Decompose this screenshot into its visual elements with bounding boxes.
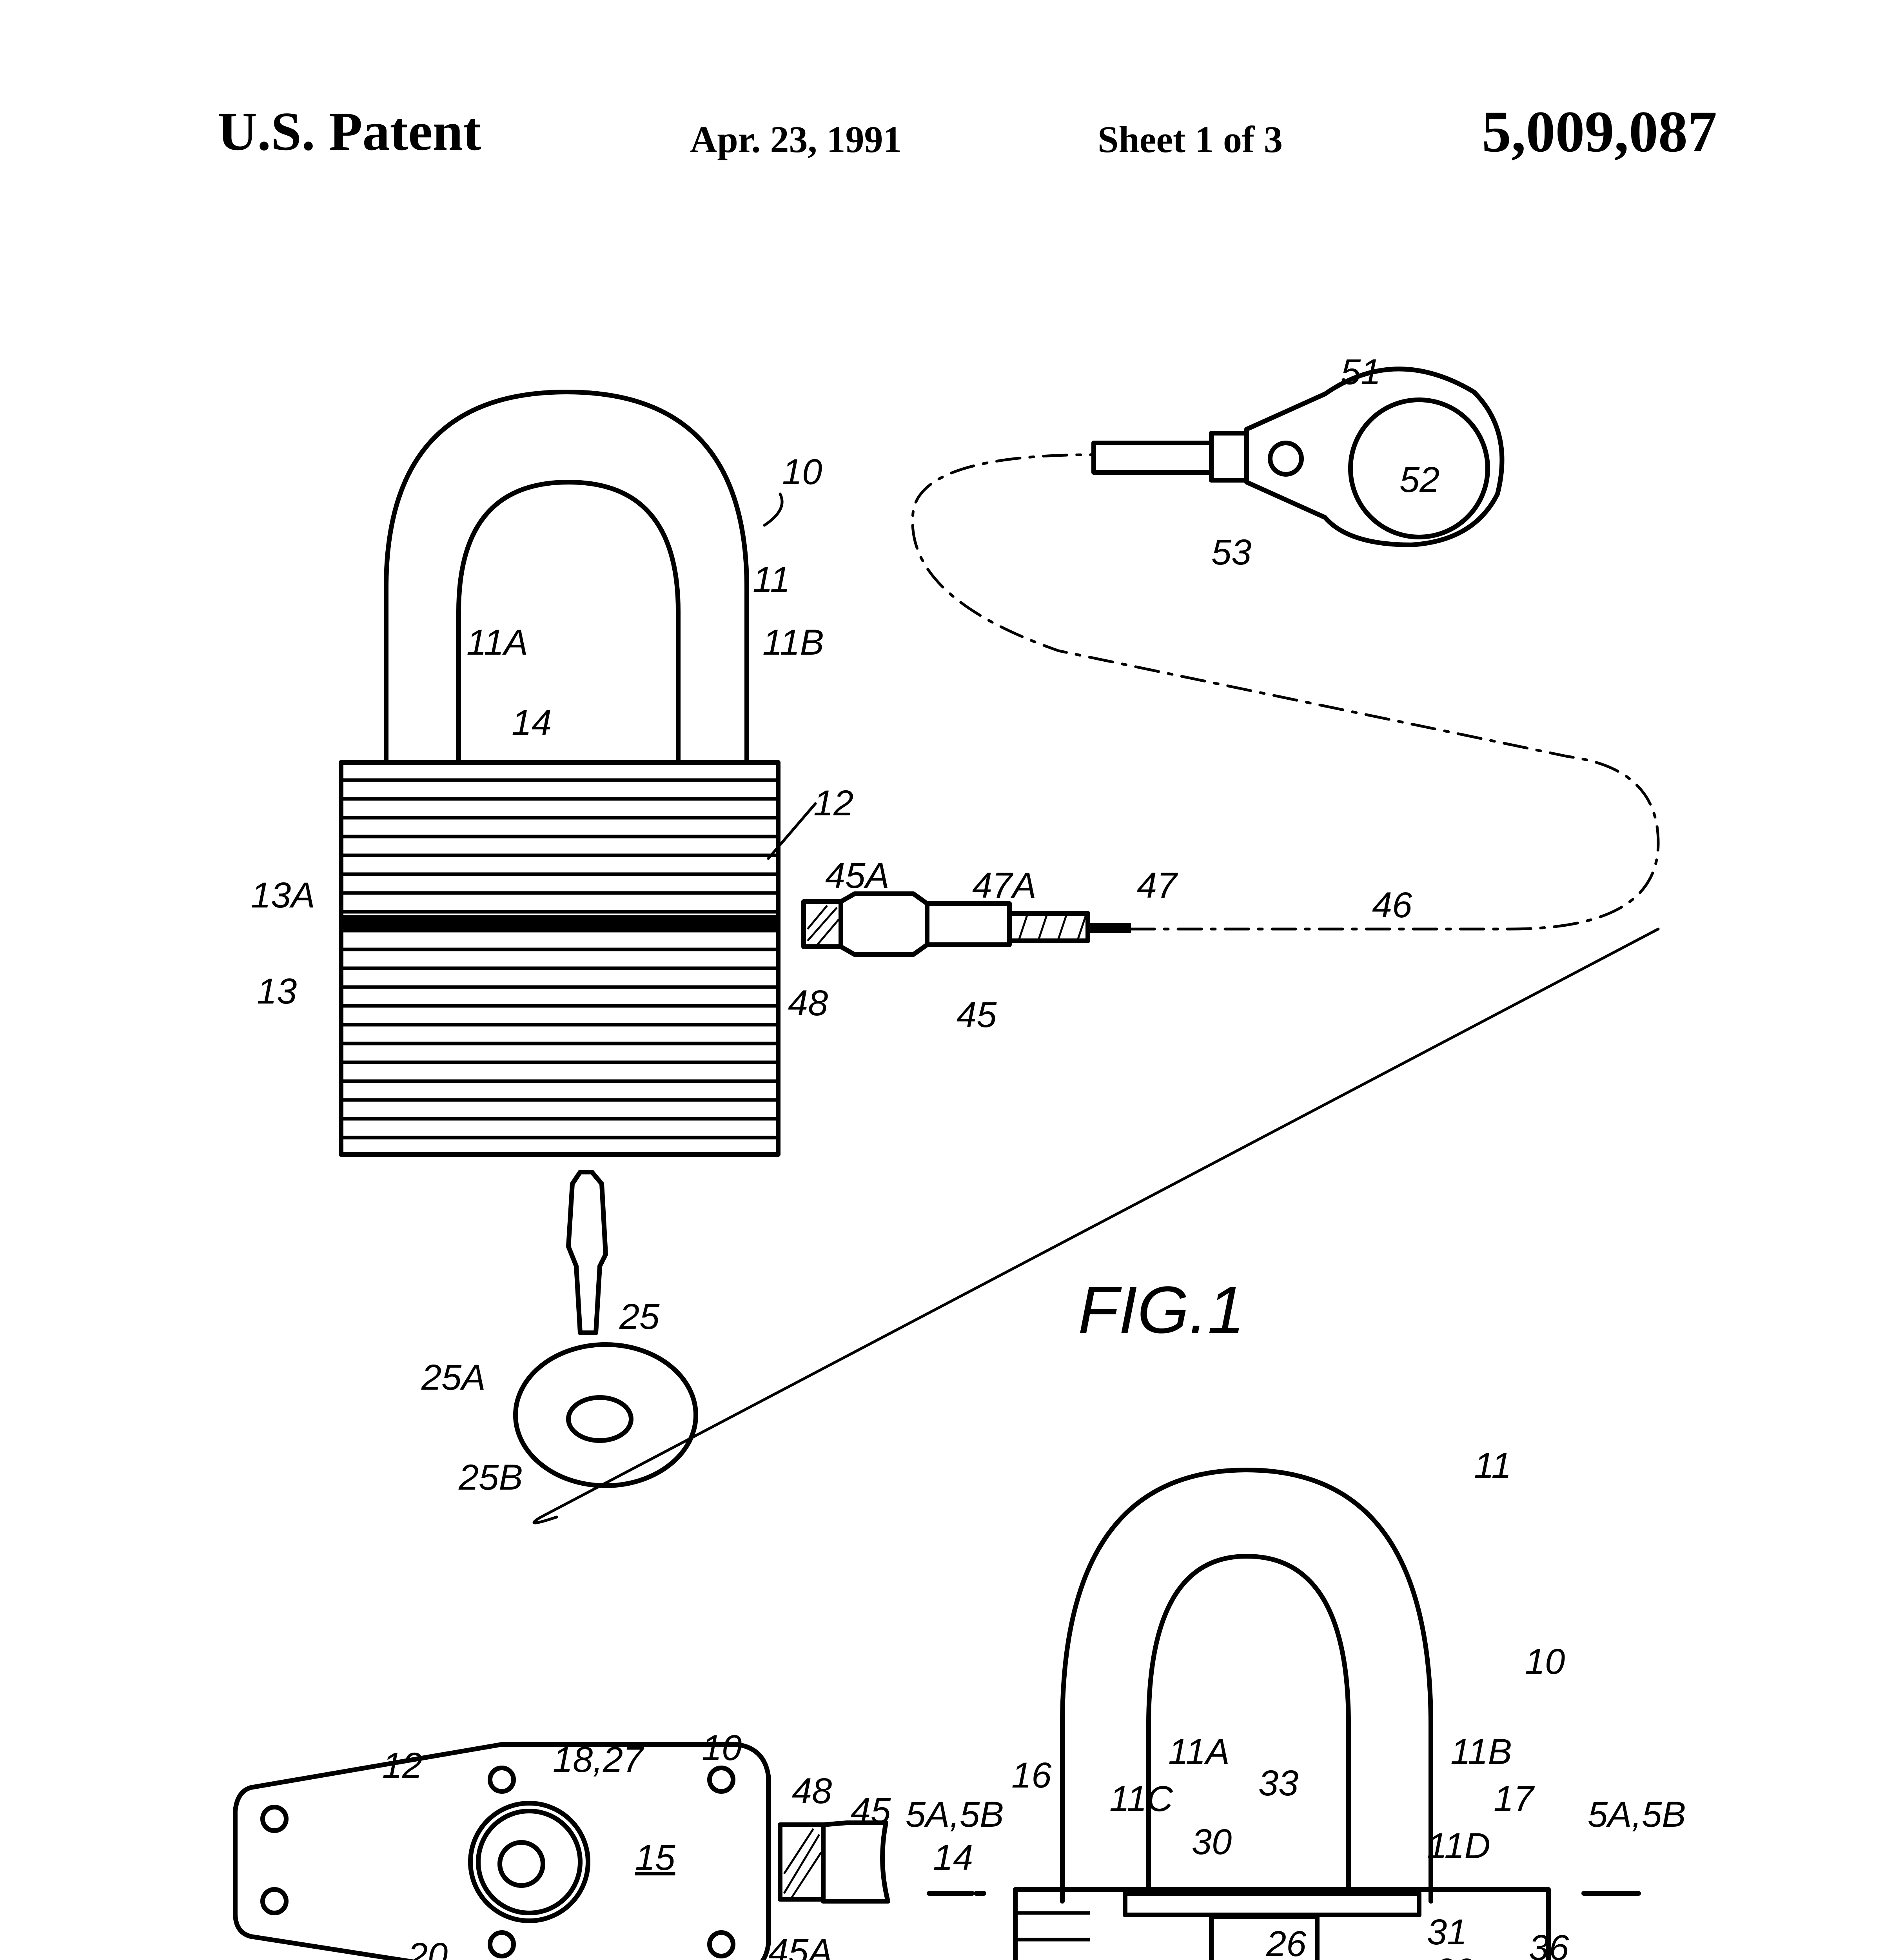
- fig2-label-11b: 11B: [1450, 1732, 1512, 1772]
- fig3-label-45a: 45A: [768, 1932, 833, 1960]
- fig1-label-52: 52: [1399, 460, 1439, 500]
- fig2-label-11d: 11D: [1427, 1826, 1490, 1866]
- patent-number: 5,009,087: [1482, 99, 1717, 164]
- fig3-labels: 10 12 18,27 45 48 15 20 45A FIG.3: [382, 1728, 891, 1960]
- fig2-locking-plate-30: [1123, 1891, 1421, 1917]
- fig2-label-11a: 11A: [1168, 1732, 1230, 1772]
- fig1-label-shackle: 11: [753, 560, 790, 600]
- fig1-key-hole-25b: [566, 1395, 633, 1443]
- fig3-label-18-27: 18,27: [553, 1740, 644, 1780]
- fig1-label-48: 48: [788, 983, 828, 1023]
- fig1-label-47a: 47A: [972, 866, 1036, 906]
- fig1-padlock: [339, 367, 1660, 1524]
- fig3-label-15: 15: [635, 1838, 675, 1878]
- fig1-sleeve-47: [1007, 911, 1090, 943]
- fig3-bottom-view: [233, 1742, 890, 1960]
- fig2-shackle-outer: [1060, 1468, 1433, 1904]
- fig2-label-17: 17: [1494, 1779, 1535, 1819]
- fig1-label-25b: 25B: [458, 1457, 523, 1497]
- fig2-label-29: 29: [1434, 1951, 1475, 1960]
- fig1-label-11a: 11A: [466, 622, 528, 662]
- fig1-lamination-13a: [341, 915, 778, 930]
- fig2-label-30: 30: [1192, 1822, 1232, 1862]
- fig1-laminations: [341, 778, 778, 1140]
- fig3-label-12: 12: [382, 1746, 422, 1786]
- fig1-label-padlock: 10: [782, 452, 822, 492]
- fig1-cable-loop: [911, 453, 1660, 931]
- fig1-tag-face-52: [1348, 397, 1490, 539]
- fig1-label-47: 47: [1137, 866, 1178, 906]
- fig3-keyway: [497, 1840, 545, 1888]
- fig1-connector-body: [839, 891, 929, 957]
- fig1-label-11b: 11B: [762, 622, 824, 662]
- fig2-label-16: 16: [1011, 1755, 1052, 1795]
- fig1-figure-bracket-line: [532, 927, 1660, 1524]
- fig1-key-25: [566, 1170, 608, 1335]
- fig2-laminations: [1015, 1911, 1090, 1942]
- fig2-label-shackle: 11: [1474, 1446, 1512, 1486]
- fig1-labels: 10 11 11A 11B 14 12 13A 13 45A 47A 47 46…: [251, 352, 1439, 1497]
- fig1-body: [339, 760, 781, 1157]
- fig1-label-53: 53: [1211, 532, 1251, 572]
- fig3-label-20: 20: [407, 1936, 448, 1960]
- fig3-body-outline: [233, 1742, 771, 1960]
- fig1-label-25: 25: [619, 1297, 660, 1337]
- fig1-cable-end-47a: [925, 901, 1012, 947]
- fig1-key-head-25a: [513, 1342, 698, 1488]
- fig1-label-12: 12: [813, 783, 853, 823]
- fig2-cylinder-23: [1209, 1915, 1320, 1960]
- fig2-label-23: 23: [1227, 1959, 1267, 1960]
- fig1-label-51: 51: [1341, 352, 1381, 392]
- fig1-label-46: 46: [1372, 885, 1412, 925]
- fig3-cylinder-20: [468, 1801, 590, 1923]
- fig1-shackle-inner: [456, 480, 681, 765]
- patent-date: Apr. 23, 1991: [690, 118, 902, 160]
- fig1-caption: FIG.1: [1078, 1273, 1245, 1347]
- fig2-section-view: [927, 1468, 1641, 1960]
- fig2-label-11c: 11C: [1109, 1779, 1173, 1819]
- fig2-label-31: 31: [1427, 1912, 1467, 1952]
- fig2-label-33: 33: [1258, 1763, 1298, 1803]
- fig2-label-14: 14: [933, 1838, 973, 1878]
- fig2-labels: 11 10 11A 11B 5A,5B 5A,5B 14 16 11C 33 3…: [906, 1446, 1686, 1960]
- fig1-label-13: 13: [257, 971, 297, 1011]
- fig1-tag-eye-53: [1268, 441, 1304, 477]
- fig1-label-25a: 25A: [421, 1357, 486, 1397]
- fig1-tag-51: [1244, 367, 1505, 547]
- fig2-body: [1013, 1887, 1551, 1960]
- fig1-label-45: 45: [957, 995, 997, 1035]
- fig1-shackle-outer: [384, 390, 749, 765]
- fig1-label-14: 14: [512, 703, 552, 743]
- fig2-label-26: 26: [1266, 1924, 1307, 1960]
- fig1-cable-46: [1088, 923, 1131, 933]
- fig1-tag-ferrule: [1091, 441, 1214, 475]
- fig2-label-padlock: 10: [1525, 1642, 1565, 1682]
- fig1-label-45a: 45A: [825, 856, 889, 896]
- fig3-label-45: 45: [851, 1791, 891, 1831]
- fig2-label-36: 36: [1529, 1928, 1569, 1960]
- fig2-label-5ab-right: 5A,5B: [1588, 1795, 1686, 1835]
- fig2-label-5ab-left: 5A,5B: [906, 1795, 1004, 1835]
- fig3-label-48: 48: [792, 1771, 832, 1811]
- patent-header-title: U.S. Patent: [218, 101, 481, 162]
- fig1-label-13a: 13A: [251, 875, 315, 915]
- sheet-indicator: Sheet 1 of 3: [1098, 118, 1283, 160]
- fig3-label-padlock: 10: [702, 1728, 742, 1768]
